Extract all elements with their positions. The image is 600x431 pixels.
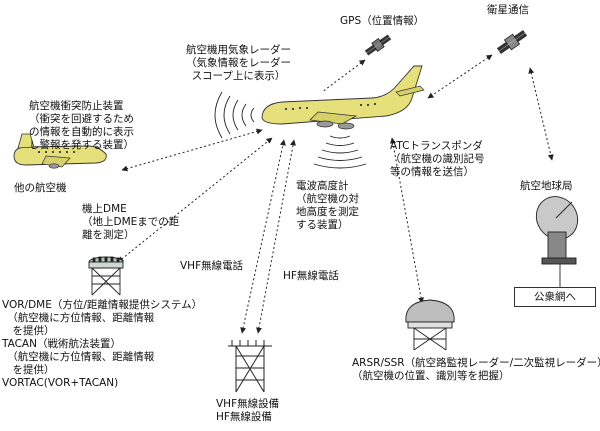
link-satellite (427, 54, 493, 99)
atc-transponder-title: ATCトランスポンダ (390, 140, 483, 152)
link-vor (117, 137, 273, 263)
link-vhf (240, 139, 286, 334)
radio-altimeter-title: 電波高度計 (296, 180, 349, 192)
vor-dme-desc-1: （航空機に方位情報、距離情報 (2, 312, 155, 324)
dme-desc-2: 離を測定） (82, 229, 135, 241)
tcas-desc-1: （衝突を回避するため (29, 113, 134, 125)
weather-radar-label: 航空機用気象レーダー （気象情報をレーダー スコープ上に表示） (186, 44, 291, 83)
vhf-phone-label: VHF無線電話 (180, 260, 244, 272)
radio-facility-label: VHF無線設備 HF無線設備 (216, 398, 279, 424)
dme-label: 機上DME （地上DMEまでの距 離を測定） (82, 203, 179, 242)
vor-dme-desc-2: を提供） (2, 325, 55, 337)
earth-station-dish-icon (535, 196, 579, 287)
main-aircraft-icon (261, 65, 425, 130)
radio-altimeter-desc-1: （航空機の対 (296, 193, 359, 205)
hf-facility: HF無線設備 (216, 411, 272, 423)
weather-radar-arcs-icon (214, 91, 255, 139)
arsr-ssr-radar-icon (405, 299, 455, 351)
link-other-aircraft (121, 128, 263, 172)
link-earth-station (528, 67, 554, 161)
tcas-desc-2: の情報を自動的に表示 (29, 126, 134, 138)
radio-altimeter-label: 電波高度計 （航空機の対 地高度を測定 する装置） (296, 180, 359, 232)
atc-transponder-desc-1: （航空機の識別記号 (390, 153, 485, 165)
tcas-label: 航空機衝突防止装置 （衝突を回避するため の情報を自動的に表示 し警報を発する装… (29, 100, 134, 152)
radar-desc: （航空機の位置、識別等を把握） (352, 370, 510, 382)
earth-station-label: 航空地球局 (520, 180, 573, 192)
weather-radar-desc-2: スコープ上に表示） (191, 70, 286, 82)
tcas-desc-3: し警報を発する装置） (29, 139, 134, 151)
weather-radar-title: 航空機用気象レーダー (186, 44, 291, 56)
radar-label: ARSR/SSR（航空路監視レーダー/二次監視レーダー） （航空機の位置、識別等… (352, 357, 600, 383)
link-hf (256, 139, 296, 334)
tacan-desc-1: （航空機に方位情報、距離情報 (2, 351, 155, 363)
vor-dme-station-icon (88, 256, 124, 296)
vhf-facility: VHF無線設備 (216, 398, 280, 410)
public-network-box: 公衆網へ (514, 287, 596, 307)
vortac-label: VORTAC(VOR+TACAN) (2, 377, 119, 389)
radar-title: ARSR/SSR（航空路監視レーダー/二次監視レーダー） (352, 357, 600, 369)
link-radar (390, 137, 424, 304)
gps-label: GPS（位置情報） (340, 15, 425, 27)
vor-dme-title: VOR/DME（方位/距離情報提供システム） (2, 299, 203, 311)
vor-group-label: VOR/DME（方位/距離情報提供システム） （航空機に方位情報、距離情報 を提… (2, 299, 202, 390)
other-aircraft-icon (13, 133, 107, 169)
link-gps (321, 59, 366, 93)
dme-desc-1: （地上DMEまでの距 (82, 216, 180, 228)
radio-altimeter-desc-2: 地高度を測定 (296, 206, 359, 218)
gps-satellite-icon (364, 34, 392, 56)
atc-transponder-label: ATCトランスポンダ （航空機の識別記号 等の情報を送信） (390, 140, 485, 179)
tcas-title: 航空機衝突防止装置 (29, 100, 124, 112)
tacan-desc-2: を提供） (2, 364, 55, 376)
tacan-title: TACAN（戦術航法装置） (2, 338, 121, 350)
hf-phone-label: HF無線電話 (283, 270, 339, 282)
radio-altimeter-desc-3: する装置） (296, 219, 349, 231)
radio-antenna-tower-icon (228, 340, 272, 393)
atc-transponder-desc-2: 等の情報を送信） (390, 166, 474, 178)
radio-altimeter-arcs-icon (313, 135, 367, 169)
satellite-label: 衛星通信 (487, 4, 529, 16)
comm-satellite-icon (496, 29, 528, 55)
dme-title: 機上DME (82, 203, 127, 215)
other-aircraft-label: 他の航空機 (14, 182, 67, 194)
weather-radar-desc-1: （気象情報をレーダー (186, 57, 291, 69)
